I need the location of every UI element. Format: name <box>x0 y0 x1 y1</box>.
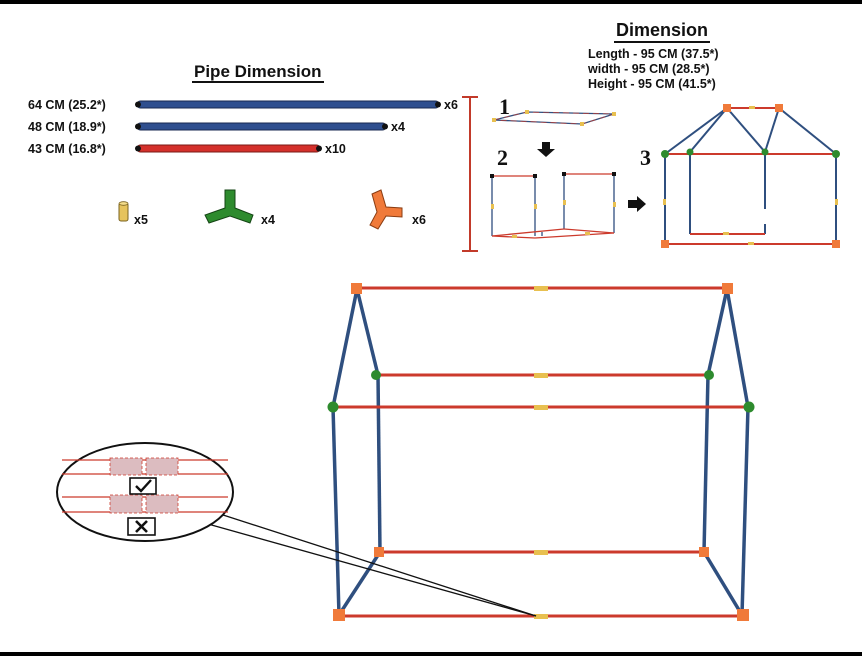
orange-connector-qty: x6 <box>412 213 426 227</box>
step-3-frame <box>661 104 840 248</box>
pipe-43-bar <box>136 144 321 153</box>
straight-connector-qty: x5 <box>134 213 148 227</box>
detail-callout <box>56 442 234 542</box>
checkmark-icon <box>135 479 152 493</box>
pipe-48-label: 48 CM (18.9*) <box>28 120 106 134</box>
green-three-way-connector-icon <box>204 189 254 224</box>
pipe-64-qty: x6 <box>444 98 458 112</box>
orange-three-way-connector-icon <box>369 189 403 230</box>
pipe-43-label: 43 CM (16.8*) <box>28 142 106 156</box>
step-1-number: 1 <box>499 94 510 119</box>
down-arrow-icon <box>537 142 555 157</box>
illustration-layer <box>56 96 840 621</box>
pipe-48-qty: x4 <box>391 120 405 134</box>
callout-pointer <box>207 513 537 617</box>
dimension-title: Dimension <box>614 20 711 43</box>
pipe-dimension-title: Pipe Dimension <box>192 62 324 83</box>
main-house-frame <box>327 283 755 621</box>
dimension-height: Height - 95 CM (41.5*) <box>588 77 716 91</box>
step-3-number: 3 <box>640 145 651 170</box>
green-connector-qty: x4 <box>261 213 275 227</box>
straight-connector-icon <box>118 201 129 222</box>
x-mark-icon <box>135 520 148 533</box>
pipe-43-qty: x10 <box>325 142 346 156</box>
pipe-48-bar <box>136 122 387 131</box>
right-arrow-icon <box>628 196 646 212</box>
step-2-frame <box>490 172 616 239</box>
pipe-bars <box>135 100 441 153</box>
pipe-64-label: 64 CM (25.2*) <box>28 98 106 112</box>
dimension-length: Length - 95 CM (37.5*) <box>588 47 719 61</box>
pipe-64-bar <box>136 100 440 109</box>
step-2-number: 2 <box>497 145 508 170</box>
divider-bracket <box>462 96 478 252</box>
dimension-width: width - 95 CM (28.5*) <box>588 62 710 76</box>
step-1-frame <box>492 110 616 126</box>
